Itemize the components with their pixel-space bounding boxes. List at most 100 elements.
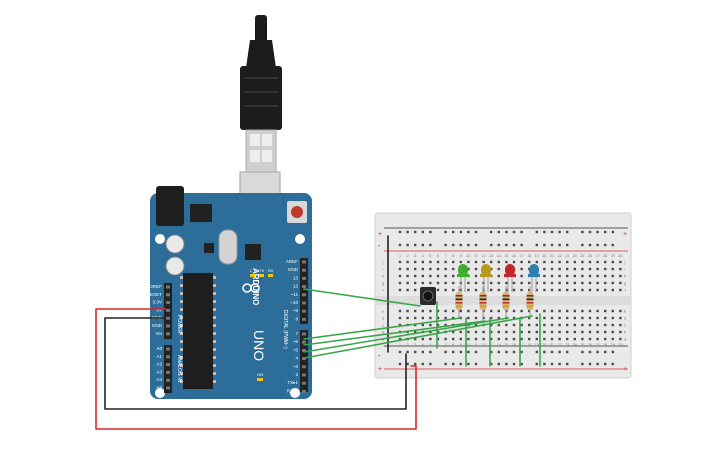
breadboard-hole[interactable] xyxy=(436,281,440,285)
breadboard-hole[interactable] xyxy=(398,274,402,278)
rail-hole[interactable] xyxy=(543,350,546,354)
breadboard-hole[interactable] xyxy=(581,337,584,341)
rail-hole[interactable] xyxy=(459,362,462,366)
rail-hole[interactable] xyxy=(429,243,432,247)
rail-hole[interactable] xyxy=(429,350,432,354)
breadboard-hole[interactable] xyxy=(436,288,440,292)
header-pin[interactable] xyxy=(302,357,306,361)
breadboard-hole[interactable] xyxy=(406,281,409,285)
breadboard-hole[interactable] xyxy=(558,316,561,320)
rail-hole[interactable] xyxy=(588,362,592,366)
breadboard-hole[interactable] xyxy=(398,323,402,327)
breadboard-hole[interactable] xyxy=(596,309,599,313)
header-pin[interactable] xyxy=(302,365,306,369)
rail-hole[interactable] xyxy=(520,230,523,234)
breadboard-hole[interactable] xyxy=(467,288,470,292)
rail-hole[interactable] xyxy=(505,362,508,366)
breadboard-hole[interactable] xyxy=(414,281,417,285)
signal-wire-pin3[interactable] xyxy=(303,315,533,359)
breadboard-hole[interactable] xyxy=(414,267,417,271)
breadboard-hole[interactable] xyxy=(550,316,554,320)
rail-hole[interactable] xyxy=(452,350,455,354)
rail-hole[interactable] xyxy=(588,230,592,234)
breadboard-hole[interactable] xyxy=(429,330,432,334)
yellow-led-icon[interactable] xyxy=(480,264,492,292)
breadboard-hole[interactable] xyxy=(512,337,516,341)
breadboard-hole[interactable] xyxy=(619,260,622,264)
breadboard-hole[interactable] xyxy=(452,281,455,285)
breadboard-hole[interactable] xyxy=(429,316,432,320)
breadboard-hole[interactable] xyxy=(543,267,546,271)
breadboard-hole[interactable] xyxy=(452,260,455,264)
breadboard-hole[interactable] xyxy=(497,337,500,341)
breadboard-hole[interactable] xyxy=(611,330,614,334)
rail-hole[interactable] xyxy=(535,350,538,354)
rail-hole[interactable] xyxy=(406,230,409,234)
breadboard-hole[interactable] xyxy=(604,330,607,334)
breadboard-hole[interactable] xyxy=(497,267,500,271)
breadboard-hole[interactable] xyxy=(573,274,576,278)
header-pin[interactable] xyxy=(302,293,306,297)
header-pin[interactable] xyxy=(166,324,170,328)
rail-hole[interactable] xyxy=(550,230,554,234)
breadboard-hole[interactable] xyxy=(505,260,508,264)
header-pin[interactable] xyxy=(302,301,306,305)
breadboard-hole[interactable] xyxy=(467,260,470,264)
breadboard-hole[interactable] xyxy=(436,274,440,278)
resistor-icon[interactable] xyxy=(455,286,463,318)
breadboard-hole[interactable] xyxy=(520,274,523,278)
rail-hole[interactable] xyxy=(497,350,500,354)
breadboard-hole[interactable] xyxy=(444,316,447,320)
breadboard-hole[interactable] xyxy=(566,274,569,278)
rail-hole[interactable] xyxy=(588,243,592,247)
rail-hole[interactable] xyxy=(581,362,584,366)
rail-hole[interactable] xyxy=(459,230,462,234)
breadboard-hole[interactable] xyxy=(535,316,538,320)
breadboard-hole[interactable] xyxy=(459,330,462,334)
breadboard-hole[interactable] xyxy=(436,330,440,334)
red-led-icon[interactable] xyxy=(504,264,516,292)
header-pin[interactable] xyxy=(302,276,306,280)
breadboard-hole[interactable] xyxy=(436,323,440,327)
rail-hole[interactable] xyxy=(558,243,561,247)
breadboard-hole[interactable] xyxy=(611,281,614,285)
breadboard-hole[interactable] xyxy=(490,260,493,264)
blue-led-icon[interactable] xyxy=(528,264,540,292)
breadboard-hole[interactable] xyxy=(528,323,531,327)
breadboard-hole[interactable] xyxy=(566,260,569,264)
breadboard-hole[interactable] xyxy=(490,330,493,334)
rail-hole[interactable] xyxy=(512,230,516,234)
header-pin[interactable] xyxy=(302,260,306,264)
breadboard-hole[interactable] xyxy=(619,330,622,334)
rail-hole[interactable] xyxy=(421,350,424,354)
breadboard-hole[interactable] xyxy=(558,260,561,264)
rail-hole[interactable] xyxy=(512,350,516,354)
breadboard-hole[interactable] xyxy=(497,330,500,334)
breadboard-hole[interactable] xyxy=(406,260,409,264)
usb-b-plug-icon[interactable] xyxy=(239,15,282,219)
rail-hole[interactable] xyxy=(421,230,424,234)
breadboard-hole[interactable] xyxy=(550,260,554,264)
header-pin[interactable] xyxy=(166,347,170,351)
rail-hole[interactable] xyxy=(414,243,417,247)
rail-hole[interactable] xyxy=(596,230,599,234)
rail-hole[interactable] xyxy=(444,362,447,366)
breadboard-hole[interactable] xyxy=(535,330,538,334)
breadboard-hole[interactable] xyxy=(414,274,417,278)
digital-header-top[interactable] xyxy=(300,258,308,324)
rail-hole[interactable] xyxy=(558,362,561,366)
breadboard-hole[interactable] xyxy=(520,337,523,341)
breadboard-hole[interactable] xyxy=(566,323,569,327)
breadboard-hole[interactable] xyxy=(482,330,485,334)
breadboard-hole[interactable] xyxy=(482,316,485,320)
breadboard-hole[interactable] xyxy=(497,274,500,278)
breadboard-hole[interactable] xyxy=(505,330,508,334)
breadboard-hole[interactable] xyxy=(528,337,531,341)
header-pin[interactable] xyxy=(302,348,306,352)
breadboard-hole[interactable] xyxy=(588,288,592,292)
breadboard-hole[interactable] xyxy=(528,260,531,264)
breadboard-hole[interactable] xyxy=(490,323,493,327)
breadboard-hole[interactable] xyxy=(581,274,584,278)
rail-hole[interactable] xyxy=(452,243,455,247)
breadboard-hole[interactable] xyxy=(414,316,417,320)
